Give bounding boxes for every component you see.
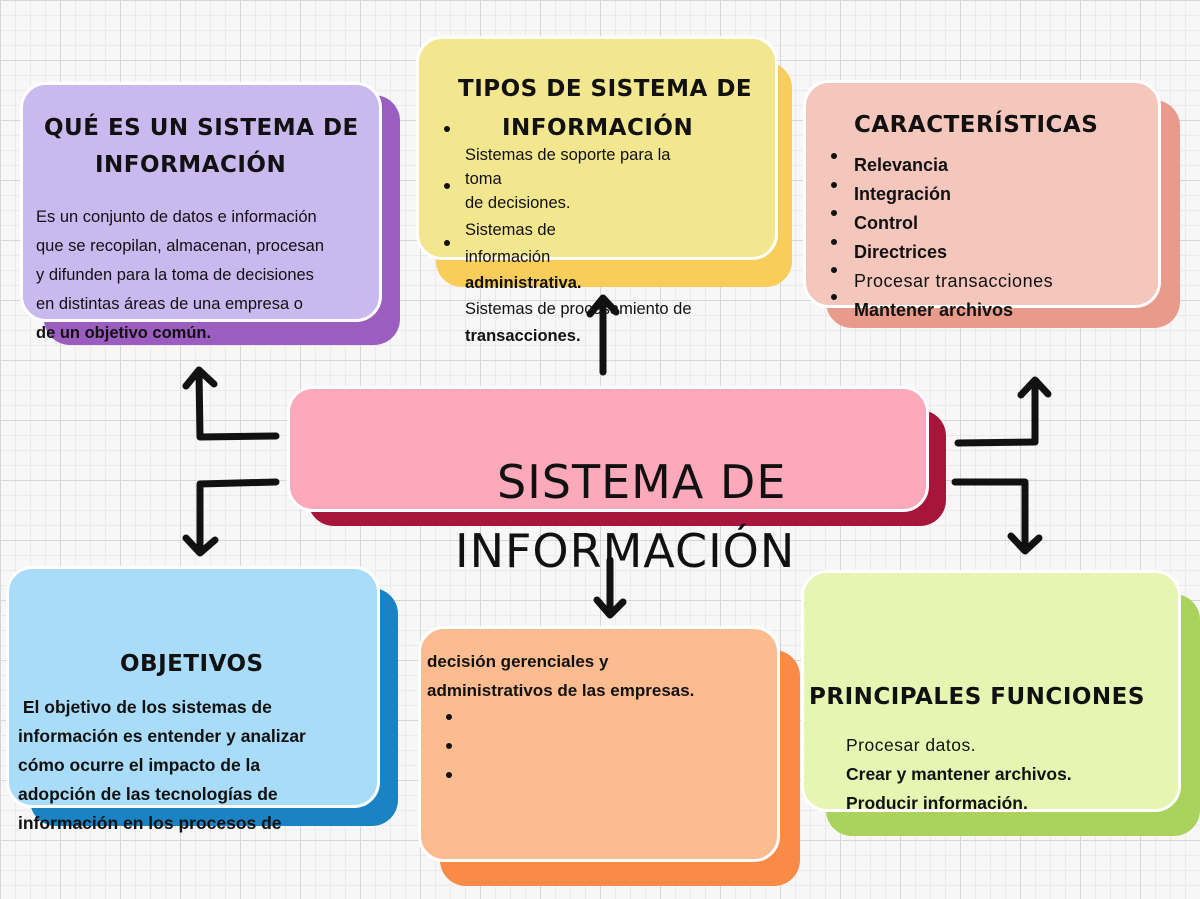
caracteristica-item: Directrices (854, 242, 948, 262)
bullet-icon (444, 126, 450, 132)
bullet-icon (446, 772, 452, 778)
caracteristica-item: Relevancia (854, 155, 949, 175)
tipos-line: transacciones. (465, 327, 581, 345)
tipos-line: administrativa. (465, 274, 582, 292)
bullet-icon (446, 743, 452, 749)
tipos-line: Sistemas de (465, 221, 556, 239)
continuacion-box (418, 626, 780, 862)
tipos-line: toma (465, 170, 502, 188)
que-es-line: que se recopilan, almacenan, procesan (36, 237, 325, 255)
arrow-up-right (954, 376, 1052, 447)
objetivos-line: información en los procesos de (18, 813, 282, 833)
tipos-line: de decisiones. (465, 194, 571, 212)
bullet-icon (831, 153, 837, 159)
arrow-down-left (182, 478, 280, 557)
que-es-line: Es un conjunto de datos e información (36, 208, 317, 226)
arrow-up-center (586, 294, 620, 376)
funciones-line: Crear y mantener archivos. (846, 764, 1072, 784)
objetivos-title: OBJETIVOS (120, 651, 264, 677)
bullet-icon (831, 182, 837, 188)
funciones-line: Procesar datos. (846, 735, 977, 755)
que-es-box (20, 82, 382, 322)
que-es-line: y difunden para la toma de decisiones (36, 266, 314, 284)
bullet-icon (831, 294, 837, 300)
funciones-box (801, 570, 1181, 812)
arrow-down-right (951, 478, 1043, 555)
que-es-title-2: INFORMACIÓN (95, 152, 287, 178)
caracteristica-item: Integración (854, 184, 952, 204)
tipos-line: información (465, 248, 551, 266)
tipos-box (416, 36, 778, 260)
caracteristica-item: Procesar transacciones (854, 271, 1054, 291)
tipos-title-1: TIPOS DE SISTEMA DE (458, 76, 753, 102)
caracteristicas-title: CARACTERÍSTICAS (854, 112, 1099, 138)
tipos-line: Sistemas de procesamiento de (465, 300, 692, 318)
center-title-1: SISTEMA DE (497, 455, 787, 509)
objetivos-line: adopción de las tecnologías de (18, 784, 278, 804)
arrow-up-left (182, 366, 280, 441)
continuacion-line: administrativos de las empresas. (427, 681, 695, 700)
tipos-line: Sistemas de soporte para la (465, 146, 671, 164)
objetivos-line: cómo ocurre el impacto de la (18, 755, 261, 775)
bullet-icon (831, 239, 837, 245)
center-title-2: INFORMACIÓN (455, 524, 796, 578)
bullet-icon (444, 183, 450, 189)
funciones-line: Producir información. (846, 793, 1028, 813)
objetivos-line: El objetivo de los sistemas de (18, 697, 272, 717)
tipos-title-2: INFORMACIÓN (502, 115, 694, 141)
objetivos-line: información es entender y analizar (18, 726, 306, 746)
que-es-line: de un objetivo común. (36, 324, 212, 342)
objetivos-box (6, 566, 380, 808)
center-box (287, 386, 929, 512)
caracteristica-item: Mantener archivos (854, 300, 1014, 320)
bullet-icon (831, 210, 837, 216)
caracteristicas-box (803, 80, 1161, 308)
que-es-line: en distintas áreas de una empresa o (36, 295, 303, 313)
funciones-title: PRINCIPALES FUNCIONES (809, 684, 1145, 710)
arrow-down-center (593, 556, 627, 619)
caracteristica-item: Control (854, 213, 918, 233)
que-es-title-1: QUÉ ES UN SISTEMA DE (44, 115, 359, 141)
bullet-icon (446, 714, 452, 720)
bullet-icon (831, 267, 837, 273)
continuacion-line: decisión gerenciales y (427, 652, 609, 671)
bullet-icon (444, 240, 450, 246)
